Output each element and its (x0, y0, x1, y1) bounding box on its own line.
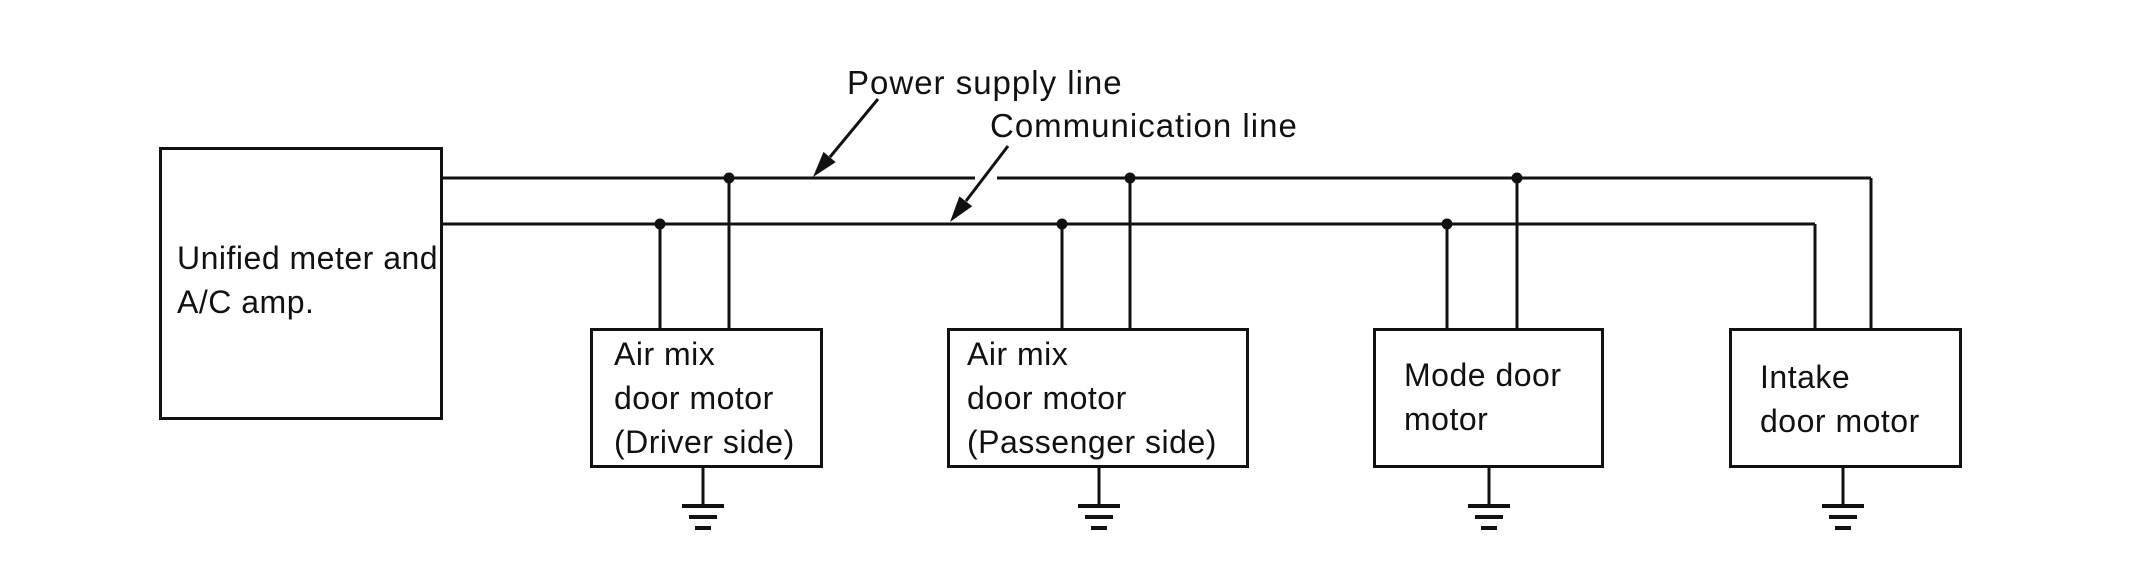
node-label-line: Air mix (614, 336, 716, 372)
node-unified-meter-ac-amp: Unified meter and A/C amp. (159, 147, 443, 420)
node-mode-door-motor: Mode door motor (1373, 328, 1604, 468)
ground-symbol-intake (1822, 468, 1864, 530)
ground-symbol-driver (682, 468, 724, 530)
junction-dot (723, 172, 735, 184)
arrow-head (950, 196, 973, 222)
junction-dot (1511, 172, 1523, 184)
junction-dot (1124, 172, 1136, 184)
node-label-line: Intake (1760, 359, 1851, 395)
communication-callout-arrow (950, 145, 1010, 222)
node-label-line: (Passenger side) (967, 424, 1217, 460)
junction-dot (1056, 218, 1068, 230)
node-label-line: Mode door (1404, 357, 1562, 393)
junction-dot (1441, 218, 1453, 230)
node-air-mix-door-motor-driver: Air mix door motor (Driver side) (590, 328, 823, 468)
node-label-line: Air mix (967, 336, 1069, 372)
node-intake-door-motor: Intake door motor (1729, 328, 1962, 468)
node-label-line: door motor (967, 380, 1127, 416)
arrow-head (813, 151, 836, 177)
node-label-line: (Driver side) (614, 424, 795, 460)
ground-symbol-mode (1468, 468, 1510, 530)
node-label-line: A/C amp. (177, 284, 315, 320)
arrow-shaft (828, 98, 880, 158)
ground-symbol-passenger (1078, 468, 1120, 530)
arrow-shaft (964, 145, 1010, 202)
node-label-line: door motor (1760, 403, 1920, 439)
communication-line-label: Communication line (990, 107, 1298, 144)
node-label-line: motor (1404, 401, 1489, 437)
power-supply-callout-arrow (813, 98, 880, 177)
junction-dot (654, 218, 666, 230)
node-label-line: door motor (614, 380, 774, 416)
power-supply-line-label: Power supply line (847, 64, 1123, 101)
node-air-mix-door-motor-passenger: Air mix door motor (Passenger side) (947, 328, 1249, 468)
node-label-line: Unified meter and (177, 240, 439, 276)
